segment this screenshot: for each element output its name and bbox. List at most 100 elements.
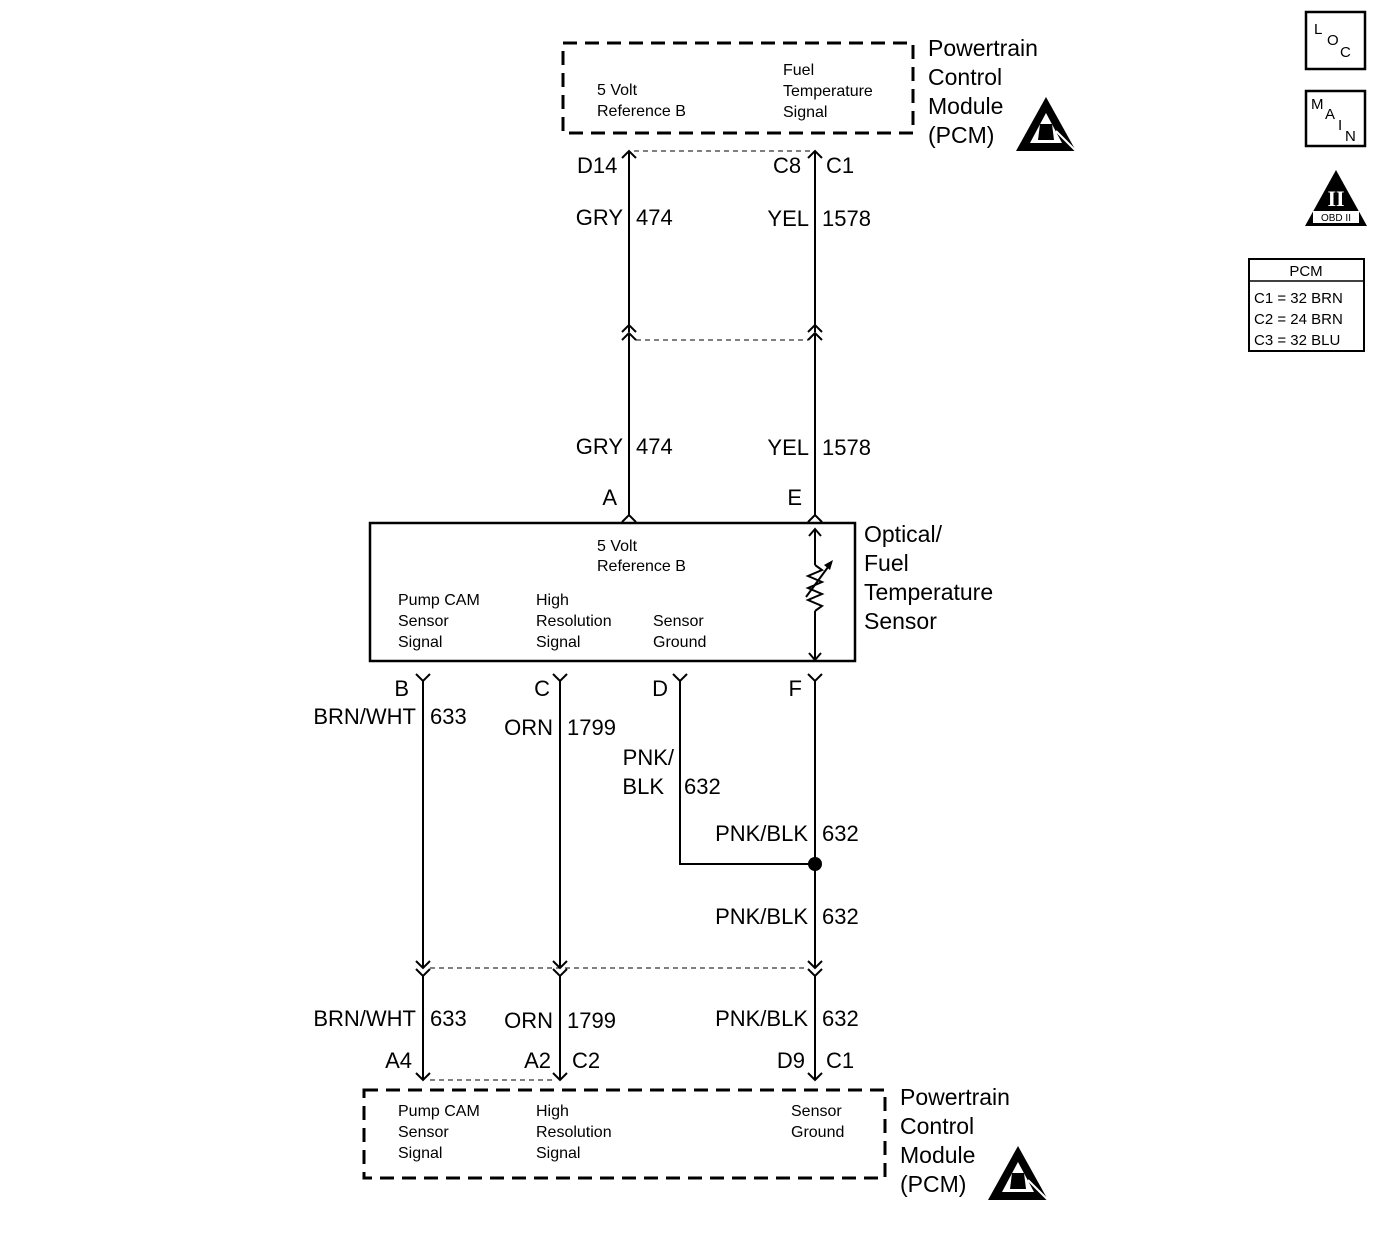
sensor-pin-a bbox=[621, 513, 637, 523]
circuit-label-632-d: 632 bbox=[684, 774, 721, 799]
bottom-pcm-title-3: Module bbox=[900, 1142, 975, 1168]
top-pcm-ref-line2: Reference B bbox=[597, 103, 686, 120]
pin-d: D bbox=[652, 676, 668, 701]
pin-f: F bbox=[789, 676, 802, 701]
wire-label-pnk-f: PNK/BLK bbox=[715, 821, 808, 846]
circuit-label-632-f: 632 bbox=[822, 821, 859, 846]
pcm-pin-a4 bbox=[415, 1072, 431, 1082]
inline-connector-pin bbox=[415, 968, 431, 978]
bottom-pcm-high-line1: High bbox=[536, 1103, 569, 1120]
circuit-label-1799-bottom: 1799 bbox=[567, 1008, 616, 1033]
pin-e: E bbox=[787, 485, 802, 510]
pcm-table-row: C2 = 24 BRN bbox=[1254, 311, 1343, 328]
circuit-label-474-middle: 474 bbox=[636, 434, 673, 459]
inline-connector-pin bbox=[621, 323, 637, 333]
top-pcm-fuel-line2: Temperature bbox=[783, 83, 873, 100]
optical-fuel-temp-sensor-box bbox=[368, 521, 857, 663]
top-pcm-title-3: Module bbox=[928, 93, 1003, 119]
pcm-table-row: C3 = 32 BLU bbox=[1254, 332, 1340, 349]
pin-c8: C8 bbox=[773, 153, 801, 178]
bottom-pcm-pump-line1: Pump CAM bbox=[398, 1103, 480, 1120]
wire-label-gry-middle: GRY bbox=[576, 434, 624, 459]
sensor-high-line1: High bbox=[536, 592, 569, 609]
main-letter-i: I bbox=[1338, 117, 1342, 134]
bottom-pcm-ground-line1: Sensor bbox=[791, 1103, 842, 1120]
sensor-ground-line2: Ground bbox=[653, 634, 706, 651]
top-pcm-ref-line1: 5 Volt bbox=[597, 82, 638, 99]
circuit-label-632-splice: 632 bbox=[822, 904, 859, 929]
connector-c2: C2 bbox=[572, 1048, 600, 1073]
wire-label-pnk-d-2: BLK bbox=[622, 774, 664, 799]
sensor-pin-b bbox=[415, 673, 431, 683]
top-pcm-title-4: (PCM) bbox=[928, 122, 994, 148]
pin-d14: D14 bbox=[577, 153, 617, 178]
wire-label-orn: ORN bbox=[504, 715, 553, 740]
sensor-ref-line2: Reference B bbox=[597, 558, 686, 575]
bottom-pcm-high-line2: Resolution bbox=[536, 1124, 612, 1141]
wire-label-pnk-splice: PNK/BLK bbox=[715, 904, 808, 929]
circuit-label-474-upper: 474 bbox=[636, 205, 673, 230]
loc-letter-l: L bbox=[1314, 21, 1322, 38]
bottom-pcm-pump-line2: Sensor bbox=[398, 1124, 449, 1141]
inline-connector-pin bbox=[552, 968, 568, 978]
inline-connector-pin bbox=[415, 960, 431, 970]
pin-b: B bbox=[394, 676, 409, 701]
pcm-pin-a2 bbox=[552, 1072, 568, 1082]
sensor-title-2: Fuel bbox=[864, 550, 909, 576]
wire-label-gry-upper: GRY bbox=[576, 205, 624, 230]
esd-warning-icon bbox=[1016, 97, 1077, 152]
wire-pnk-blk-632-d bbox=[679, 681, 815, 865]
circuit-label-1799: 1799 bbox=[567, 715, 616, 740]
pin-d9: D9 bbox=[777, 1048, 805, 1073]
loc-icon[interactable]: L O C bbox=[1304, 10, 1367, 71]
inline-connector-pin bbox=[807, 323, 823, 333]
bottom-pcm-box bbox=[362, 1088, 887, 1180]
top-pcm-fuel-line1: Fuel bbox=[783, 62, 814, 79]
connector-c1-top: C1 bbox=[826, 153, 854, 178]
splice-point bbox=[808, 857, 822, 871]
sensor-pump-line2: Sensor bbox=[398, 613, 449, 630]
bottom-pcm-title-1: Powertrain bbox=[900, 1084, 1010, 1110]
wire-label-yel-upper: YEL bbox=[767, 206, 809, 231]
obd-numeral: II bbox=[1327, 186, 1344, 211]
bottom-pcm-ground-line2: Ground bbox=[791, 1124, 844, 1141]
sensor-pin-e bbox=[807, 513, 823, 523]
top-pcm-fuel-line3: Signal bbox=[783, 104, 827, 121]
esd-warning-icon bbox=[988, 1146, 1049, 1201]
pcm-table-row: C1 = 32 BRN bbox=[1254, 290, 1343, 307]
top-pcm-title-2: Control bbox=[928, 64, 1002, 90]
main-letter-n: N bbox=[1345, 128, 1356, 145]
sensor-pump-line3: Signal bbox=[398, 634, 442, 651]
main-letter-a: A bbox=[1325, 106, 1335, 123]
pin-a: A bbox=[602, 485, 617, 510]
sensor-title-4: Sensor bbox=[864, 608, 937, 634]
sensor-title-1: Optical/ bbox=[864, 521, 943, 547]
wire-label-brn-wht: BRN/WHT bbox=[313, 704, 416, 729]
wire-label-orn-bottom: ORN bbox=[504, 1008, 553, 1033]
pin-a4: A4 bbox=[385, 1048, 412, 1073]
pin-c: C bbox=[534, 676, 550, 701]
sensor-ref-line1: 5 Volt bbox=[597, 538, 638, 555]
obd-text: OBD II bbox=[1321, 213, 1351, 224]
loc-letter-c: C bbox=[1340, 44, 1351, 61]
sensor-title-3: Temperature bbox=[864, 579, 993, 605]
wire-label-pnk-d-1: PNK/ bbox=[623, 745, 675, 770]
sensor-ground-line1: Sensor bbox=[653, 613, 704, 630]
sensor-pin-c bbox=[552, 673, 568, 683]
top-pcm-title-1: Powertrain bbox=[928, 35, 1038, 61]
wire-label-yel-middle: YEL bbox=[767, 435, 809, 460]
pcm-table-header: PCM bbox=[1289, 263, 1322, 280]
inline-connector-pin bbox=[807, 968, 823, 978]
obd-ii-icon[interactable]: II OBD II bbox=[1305, 170, 1367, 226]
pcm-pin-d9 bbox=[807, 1072, 823, 1082]
circuit-label-633: 633 bbox=[430, 704, 467, 729]
circuit-label-633-bottom: 633 bbox=[430, 1006, 467, 1031]
sensor-pin-f bbox=[807, 673, 823, 683]
inline-connector-pin bbox=[807, 960, 823, 970]
loc-letter-o: O bbox=[1327, 32, 1339, 49]
thermistor-icon bbox=[805, 527, 833, 662]
sensor-pin-d bbox=[672, 673, 688, 683]
sensor-pump-line1: Pump CAM bbox=[398, 592, 480, 609]
main-icon[interactable]: M A I N bbox=[1304, 89, 1367, 148]
